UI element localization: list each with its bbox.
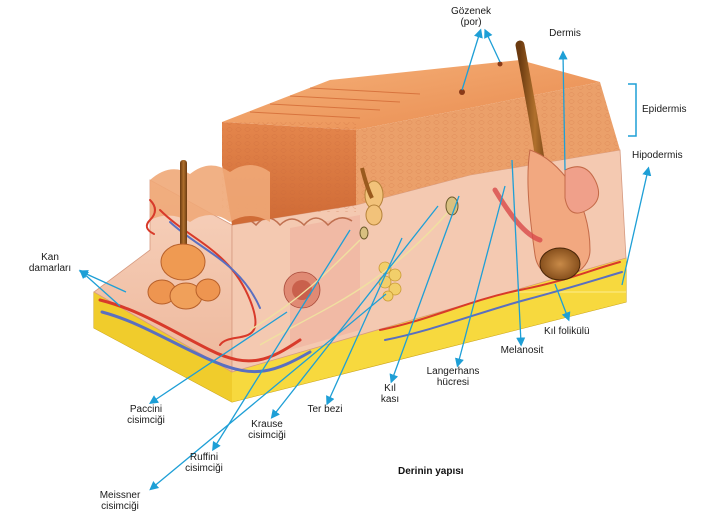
label-meissner: Meissner cisimciği [99,490,141,512]
label-krause: Krause cisimciği [248,419,286,441]
leader-ter-bezi [326,237,403,406]
pore-1 [459,89,465,95]
label-dermis: Dermis [549,28,581,39]
label-gozenek: Gözenek (por) [450,6,492,28]
label-kil-folikulu: Kıl folikülü [544,326,590,337]
dermis-layer [93,149,627,373]
label-langerhans: Langerhans hücresi [426,366,480,388]
leader-lines [78,28,652,491]
leader-paccini [148,311,288,405]
leader-hipodermis [621,166,652,286]
label-paccini: Paccini cisimciği [127,404,165,426]
label-hipodermis: Hipodermis [632,150,683,161]
leader-gozenek-2 [484,28,501,63]
meissner-corpuscle [359,196,459,240]
blood-vessels [98,199,623,374]
leader-krause [270,205,439,419]
hair-follicle [492,40,600,281]
nerve-fibers [249,209,451,346]
label-ruffini: Ruffini cisimciği [185,452,223,474]
leader-kil-folikulu [554,283,571,322]
label-ter-bezi: Ter bezi [307,404,343,415]
epidermis-layer [150,60,620,225]
leader-kil-kasi [389,195,460,384]
arrector-pili-muscle [492,187,543,243]
leader-ruffini [212,229,351,452]
leader-melanosit [511,159,526,347]
figure-caption: Derinin yapısı [398,466,464,477]
leader-kan-1 [78,270,127,293]
label-melanosit: Melanosit [500,345,544,356]
leader-langerhans [454,185,506,368]
leader-dermis [558,50,568,171]
label-kil-kasi: Kıl kası [380,383,400,405]
label-epidermis: Epidermis [642,104,687,115]
pore-2 [497,61,503,67]
label-kan-damarlari: Kan damarları [28,252,72,274]
paccini-corpuscle [147,160,221,310]
leader-meissner [149,293,387,491]
leader-gozenek-1 [461,28,483,91]
epidermis-bracket [628,83,637,137]
hair-shaft-small [360,167,374,199]
leader-kan-2 [79,269,121,307]
